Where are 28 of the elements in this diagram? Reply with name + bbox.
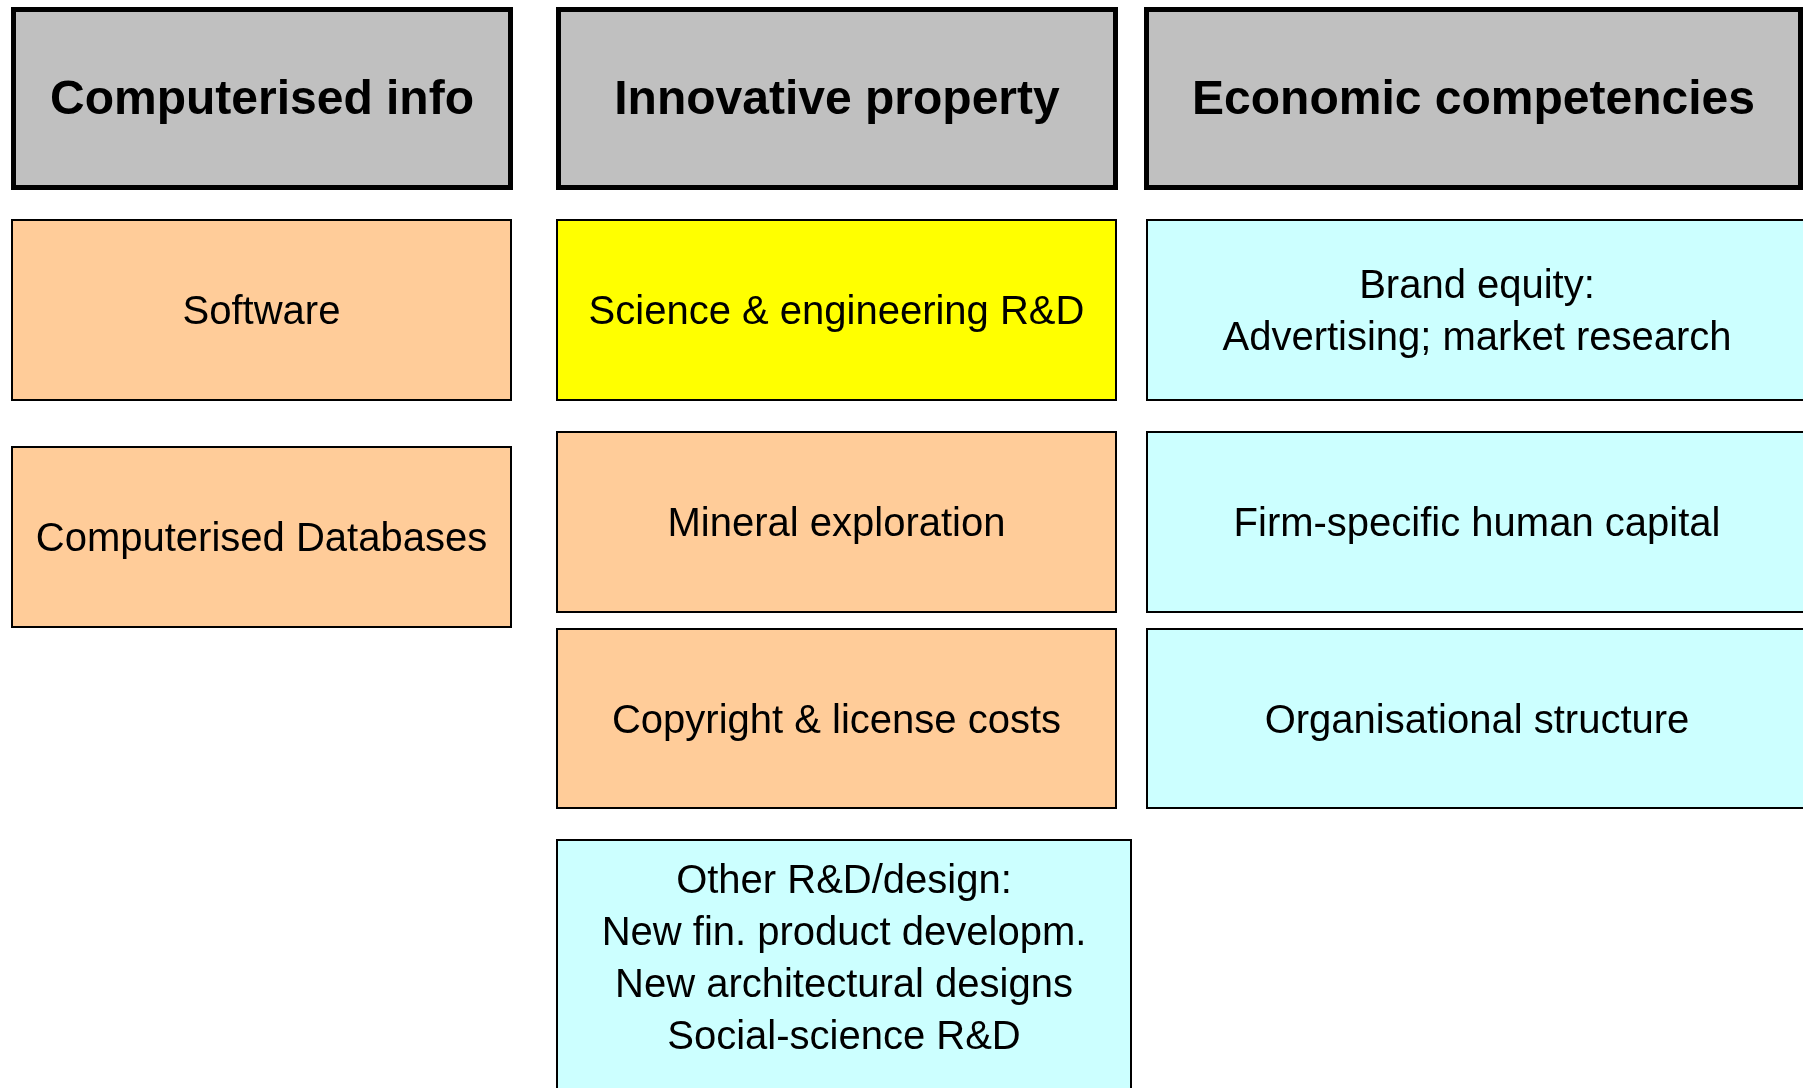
category-header <box>556 7 1118 190</box>
item-text: Advertising; market research <box>1222 313 1732 360</box>
header-text: Innovative property <box>614 70 1060 127</box>
item-text: Other R&D/design: <box>676 856 1012 903</box>
item-text: New fin. product developm. <box>601 908 1087 955</box>
item-text: Computerised Databases <box>35 514 488 561</box>
item-text: Copyright & license costs <box>611 695 1062 743</box>
item-box <box>11 446 512 628</box>
category-header <box>11 7 513 190</box>
item-text: Social-science R&D <box>667 1012 1021 1059</box>
item-text: Brand equity: <box>1359 261 1595 308</box>
item-box <box>556 628 1117 809</box>
item-box <box>556 431 1117 613</box>
item-box <box>1146 219 1803 401</box>
item-text: Firm-specific human capital <box>1233 499 1721 546</box>
item-text: Software <box>182 287 341 334</box>
item-box <box>556 219 1117 401</box>
item-text: New architectural designs <box>615 960 1073 1007</box>
item-box <box>556 839 1132 1088</box>
item-text: Science & engineering R&D <box>588 287 1085 334</box>
item-box <box>11 219 512 401</box>
header-text: Computerised info <box>50 70 474 127</box>
header-text: Economic competencies <box>1192 70 1755 127</box>
item-text: Mineral exploration <box>667 499 1006 546</box>
category-header <box>1144 7 1803 190</box>
item-box <box>1146 431 1803 613</box>
item-text: Organisational structure <box>1264 695 1690 743</box>
item-box <box>1146 628 1803 809</box>
